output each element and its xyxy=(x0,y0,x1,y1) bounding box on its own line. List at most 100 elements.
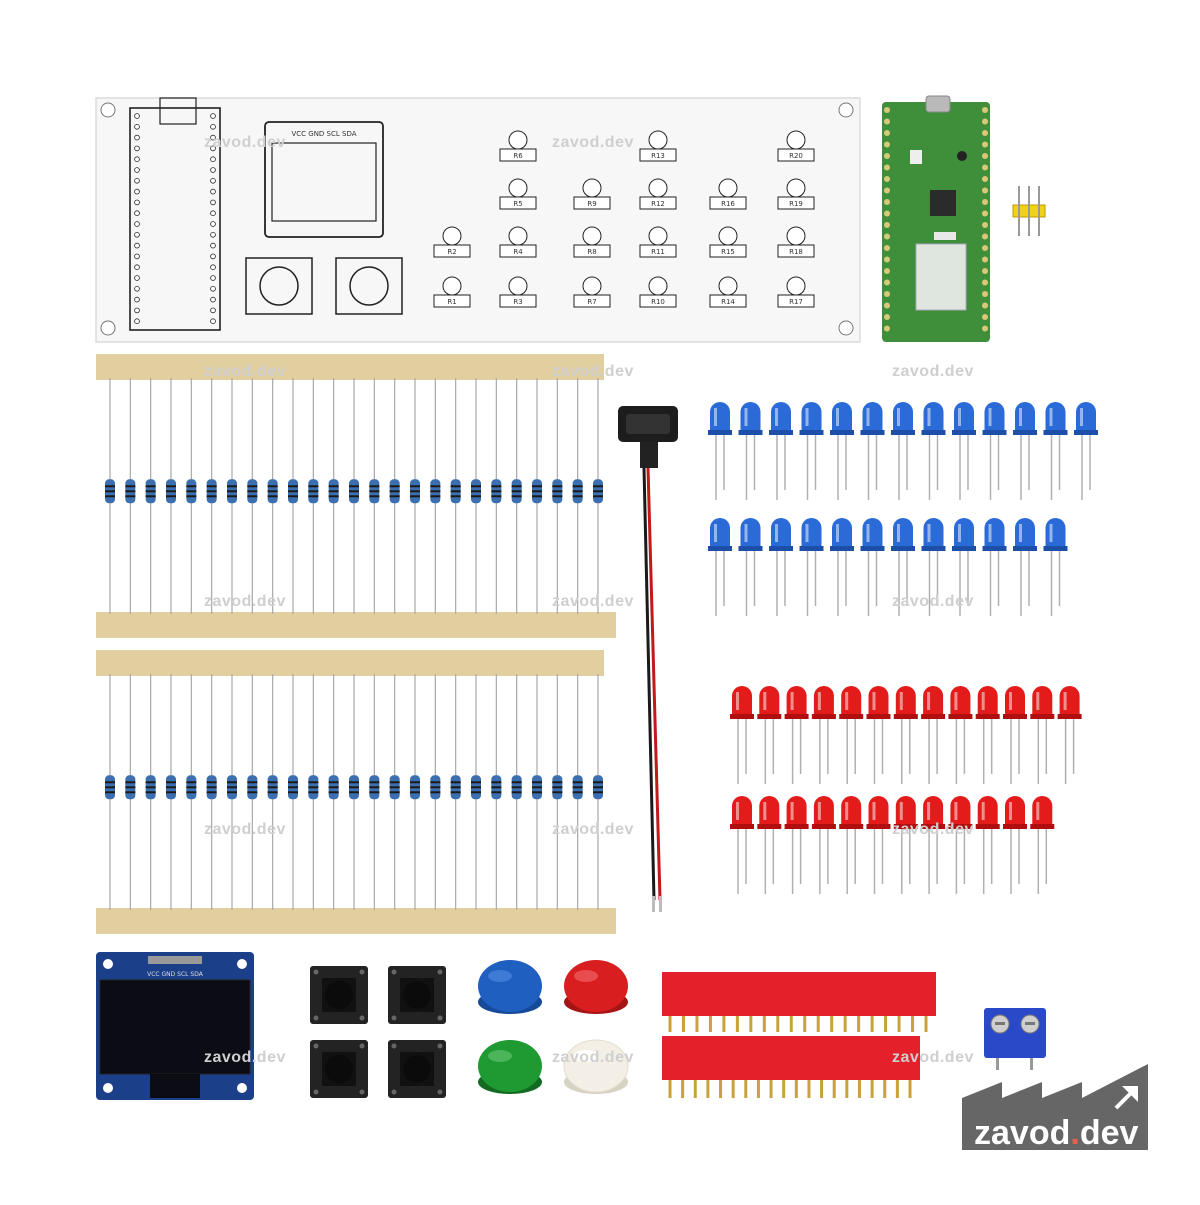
resistor-band xyxy=(328,490,339,493)
pico-pin xyxy=(982,187,988,194)
led-body xyxy=(732,686,752,718)
led-highlight xyxy=(845,802,849,820)
pico-pin xyxy=(982,210,988,217)
led-highlight xyxy=(1009,692,1012,710)
pcb-oled-header: VCC GND SCL SDA xyxy=(291,130,356,138)
resistor-band xyxy=(308,786,319,789)
fp-label-R13: R13 xyxy=(651,152,665,160)
pico-pin xyxy=(982,222,988,228)
led-body xyxy=(895,686,916,718)
pcb-pad xyxy=(134,232,140,238)
led-rim xyxy=(866,824,891,829)
fp-label-R2: R2 xyxy=(447,248,456,256)
pcb-pad xyxy=(210,296,216,303)
led-rim xyxy=(893,714,918,719)
pico-pin xyxy=(884,291,890,297)
blue-led-row-2 xyxy=(708,518,1068,616)
watermark-10: zavod.dev xyxy=(552,821,634,838)
led-body xyxy=(1005,796,1025,828)
led-rim xyxy=(891,430,915,435)
led-highlight xyxy=(1036,802,1040,820)
header-pin xyxy=(908,1080,912,1098)
led-highlight xyxy=(954,692,958,710)
fp-R14: R14 xyxy=(709,276,747,308)
fp-label-R5: R5 xyxy=(513,200,522,208)
resistor-band xyxy=(410,485,420,488)
resistor-band xyxy=(450,495,461,498)
pcb-pad xyxy=(134,253,140,260)
resistor-band xyxy=(125,786,136,789)
resistor-band xyxy=(532,490,542,493)
led-body xyxy=(1015,518,1035,550)
led-highlight xyxy=(790,802,794,820)
header-pin xyxy=(820,1080,824,1098)
header-pin xyxy=(845,1080,849,1098)
led-body xyxy=(1045,402,1066,434)
led-rim xyxy=(1043,430,1068,435)
female-headers xyxy=(662,972,936,1098)
led-highlight xyxy=(927,524,931,542)
resistor-band xyxy=(206,490,217,493)
resistor-band xyxy=(186,485,197,488)
led-body xyxy=(1032,796,1053,828)
led-rim xyxy=(811,714,836,719)
led-highlight xyxy=(836,408,839,426)
fp-label-R1: R1 xyxy=(447,298,456,306)
led-body xyxy=(732,796,752,828)
led-rim xyxy=(975,824,1000,829)
fp-R13: R13 xyxy=(639,130,677,162)
led-body xyxy=(923,686,944,718)
resistor-band xyxy=(491,781,502,784)
led-rim xyxy=(1043,546,1068,551)
header-pin xyxy=(870,1016,874,1032)
resistor-band xyxy=(450,791,461,794)
resistor-band xyxy=(166,490,176,493)
watermark-8: zavod.dev xyxy=(892,593,974,610)
resistor-band xyxy=(593,781,603,784)
pcb-pad xyxy=(210,221,216,227)
pcb-pad xyxy=(210,156,216,163)
pico-pin xyxy=(884,153,890,159)
resistor-band xyxy=(267,791,278,794)
header-pin xyxy=(695,1016,699,1032)
resistor-band xyxy=(450,485,461,488)
resistor-band xyxy=(532,786,542,789)
led-rim xyxy=(708,546,732,551)
led-rim xyxy=(921,546,946,551)
pcb-pad xyxy=(134,188,140,195)
fp-label-R12: R12 xyxy=(651,200,665,208)
led-rim xyxy=(830,546,854,551)
resistor-band xyxy=(247,791,258,794)
header-pin xyxy=(744,1080,748,1098)
oled-display-module: VCC GND SCL SDA xyxy=(96,952,254,1100)
watermark-4: zavod.dev xyxy=(552,363,634,380)
header-pin xyxy=(706,1080,710,1098)
header-pin xyxy=(708,1016,712,1032)
pico-pin xyxy=(884,256,890,263)
header-pin xyxy=(870,1080,874,1098)
header-pin xyxy=(897,1016,901,1032)
led-rim xyxy=(769,546,793,551)
led-highlight xyxy=(872,692,876,710)
led-highlight xyxy=(714,408,717,426)
fp-label-R16: R16 xyxy=(721,200,735,208)
tact-switch-2 xyxy=(388,966,446,1024)
resistor-band xyxy=(471,495,481,498)
pico-pin xyxy=(884,118,890,125)
led-body xyxy=(710,518,730,550)
pcb-button-footprint-2 xyxy=(335,257,403,315)
led-highlight xyxy=(790,692,794,710)
resistor-band xyxy=(186,786,197,789)
pico-pin xyxy=(982,245,988,251)
led-rim xyxy=(730,824,754,829)
resistor-band xyxy=(227,490,237,493)
pcb-button-footprint-1 xyxy=(245,257,313,315)
led-highlight xyxy=(744,408,748,426)
pico-pin xyxy=(982,176,988,182)
resistor-band xyxy=(572,495,583,498)
led-highlight xyxy=(866,524,870,542)
resistor-band xyxy=(145,485,156,488)
led-rim xyxy=(784,714,809,719)
pico-castellated-pins xyxy=(884,107,988,332)
header-pin xyxy=(883,1080,887,1098)
